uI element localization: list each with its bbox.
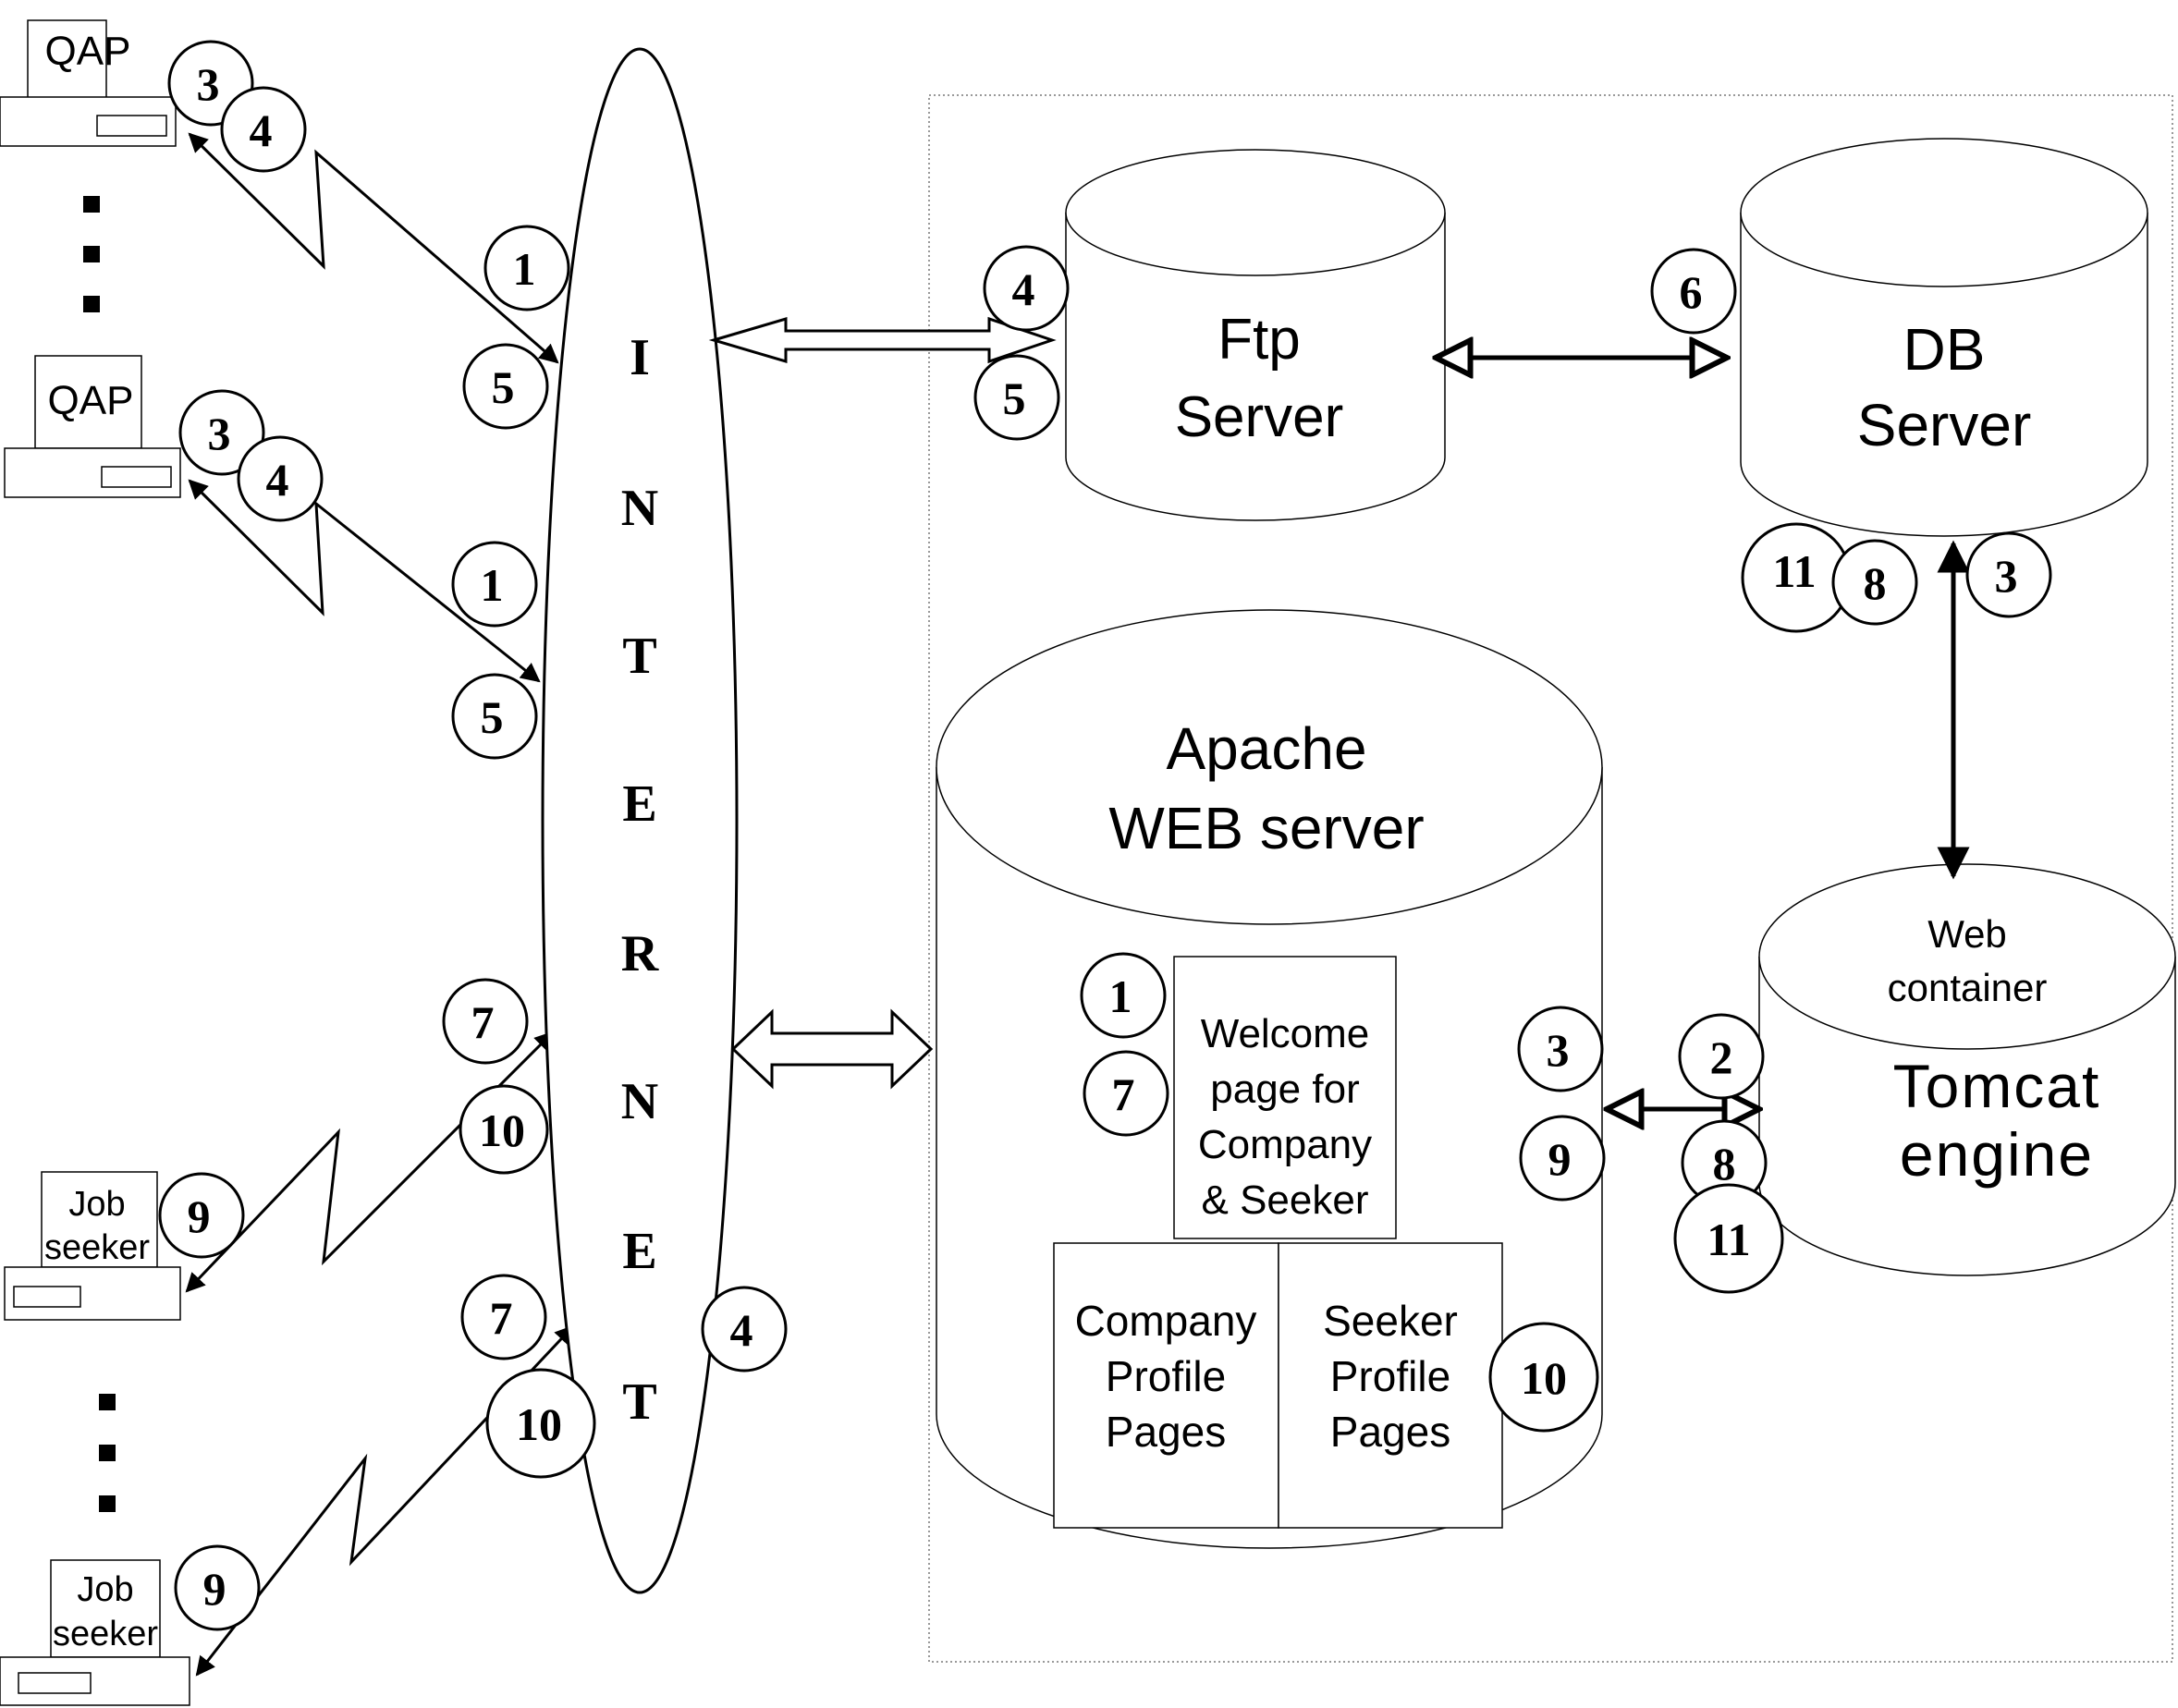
internet-letter-n2: N bbox=[621, 1073, 658, 1130]
seeker-pages-line1: Seeker bbox=[1323, 1297, 1458, 1345]
welcome-page-line3: Company bbox=[1198, 1122, 1372, 1167]
step-number: 4 bbox=[250, 104, 273, 156]
welcome-page-box: Welcome page for Company & Seeker bbox=[1173, 956, 1397, 1239]
company-pages-line3: Pages bbox=[1106, 1408, 1226, 1456]
step-number: 3 bbox=[1547, 1024, 1570, 1076]
step-number: 3 bbox=[197, 58, 220, 110]
vertical-ellipsis-2 bbox=[99, 1394, 116, 1512]
arrow-internet-ftp bbox=[708, 316, 1057, 364]
job-seeker-computer-2: Job seeker bbox=[0, 1559, 190, 1706]
step-number: 7 bbox=[1112, 1068, 1135, 1120]
qap-computer-2: QAP bbox=[4, 355, 181, 498]
internet-letter-r: R bbox=[621, 925, 659, 982]
internet-letter-e1: E bbox=[622, 775, 656, 833]
step-number: 9 bbox=[1548, 1133, 1572, 1185]
step-number: 4 bbox=[730, 1304, 753, 1356]
job-seeker-label-line1: Job bbox=[68, 1185, 125, 1224]
step-number: 11 bbox=[1707, 1214, 1750, 1265]
step-numbers: 3 4 1 5 3 4 1 5 7 10 9 7 10 9 4 4 5 6 11… bbox=[188, 58, 2018, 1615]
qap-computer-1: QAP bbox=[0, 19, 177, 147]
step-number: 7 bbox=[471, 996, 495, 1048]
step-number: 7 bbox=[490, 1292, 513, 1344]
company-pages-line1: Company bbox=[1075, 1297, 1257, 1345]
step-number: 10 bbox=[516, 1398, 562, 1450]
ftp-server-label-line2: Server bbox=[1175, 385, 1344, 449]
step-number: 10 bbox=[479, 1104, 525, 1156]
step-number: 5 bbox=[1003, 372, 1026, 424]
tomcat-engine-label-line1: Tomcat bbox=[1893, 1052, 2101, 1120]
step-number: 3 bbox=[208, 408, 231, 459]
job-seeker-label-line1: Job bbox=[77, 1570, 133, 1609]
internet-letter-e2: E bbox=[622, 1223, 656, 1280]
web-server-label-line2: WEB server bbox=[1108, 795, 1424, 861]
db-server-label-line1: DB bbox=[1903, 316, 1986, 383]
vertical-ellipsis-1 bbox=[83, 196, 100, 312]
tomcat-web-container-cylinder: Web container Tomcat engine bbox=[1758, 863, 2176, 1276]
ftp-server-label-line1: Ftp bbox=[1217, 308, 1301, 372]
welcome-page-line1: Welcome bbox=[1201, 1011, 1370, 1056]
step-number: 8 bbox=[1713, 1138, 1736, 1190]
connection-qap-2 bbox=[188, 479, 541, 683]
web-server-label-line1: Apache bbox=[1166, 715, 1366, 782]
web-container-label-line1: Web bbox=[1927, 912, 2007, 956]
connection-job-seeker-2 bbox=[195, 1324, 575, 1677]
arrow-internet-webserver bbox=[730, 1008, 934, 1090]
step-number: 9 bbox=[203, 1563, 226, 1615]
seeker-pages-line2: Profile bbox=[1330, 1352, 1450, 1400]
step-number: 11 bbox=[1772, 545, 1816, 597]
internet-letter-t2: T bbox=[622, 1373, 656, 1431]
connection-qap-1 bbox=[188, 132, 559, 364]
web-container-label-line2: container bbox=[1888, 966, 2048, 1009]
step-number: 2 bbox=[1710, 1031, 1733, 1083]
internet-letter-i: I bbox=[630, 329, 650, 386]
db-server-label-line2: Server bbox=[1857, 392, 2032, 458]
seeker-pages-line3: Pages bbox=[1330, 1408, 1450, 1456]
qap-label: QAP bbox=[48, 378, 134, 423]
job-seeker-label-line2: seeker bbox=[44, 1228, 150, 1267]
internet-letter-n1: N bbox=[621, 480, 658, 537]
ftp-server-cylinder: Ftp Server bbox=[1065, 149, 1446, 521]
step-number: 10 bbox=[1521, 1352, 1567, 1404]
step-number: 1 bbox=[513, 243, 536, 295]
step-number: 4 bbox=[266, 454, 289, 506]
company-profile-pages-box: Company Profile Pages bbox=[1053, 1242, 1279, 1529]
company-pages-line2: Profile bbox=[1106, 1352, 1226, 1400]
job-seeker-label-line2: seeker bbox=[53, 1615, 158, 1653]
db-server-cylinder: DB Server bbox=[1740, 138, 2148, 537]
step-number: 1 bbox=[481, 559, 504, 611]
internet-cloud: I N T E R N E T bbox=[541, 47, 739, 1594]
step-number: 5 bbox=[481, 691, 504, 743]
step-number: 4 bbox=[1012, 263, 1035, 315]
qap-label: QAP bbox=[45, 29, 131, 74]
internet-letter-t1: T bbox=[622, 628, 656, 685]
step-number: 1 bbox=[1109, 970, 1132, 1022]
job-seeker-computer-1: Job seeker bbox=[4, 1171, 181, 1321]
step-circles bbox=[158, 40, 2052, 1631]
step-number: 6 bbox=[1680, 266, 1703, 318]
step-number: 5 bbox=[492, 361, 515, 413]
seeker-profile-pages-box: Seeker Profile Pages bbox=[1278, 1242, 1503, 1529]
welcome-page-line4: & Seeker bbox=[1202, 1177, 1369, 1223]
step-number: 8 bbox=[1864, 557, 1887, 609]
welcome-page-line2: page for bbox=[1210, 1067, 1359, 1112]
connection-job-seeker-1 bbox=[185, 1031, 555, 1293]
step-number: 9 bbox=[188, 1190, 211, 1242]
step-number: 3 bbox=[1995, 550, 2018, 602]
tomcat-engine-label-line2: engine bbox=[1900, 1120, 2094, 1189]
